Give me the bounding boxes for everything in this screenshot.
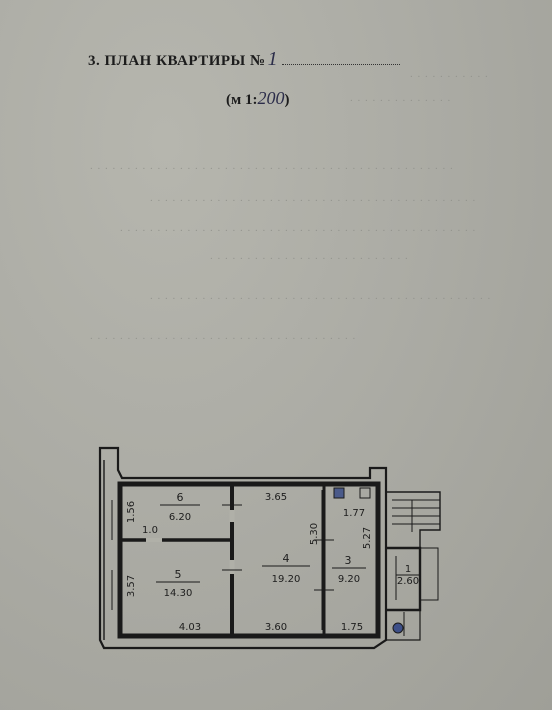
apartment-wall [117,481,381,639]
fill-in-line [282,64,401,65]
heading-prefix: 3. ПЛАН КВАРТИРЫ № [88,53,266,69]
bleed-through-text: . . . . . . . . . . . . . . . . . . . . … [90,160,454,172]
annex-wall [420,547,439,601]
dim-3-60: 3.60 [265,622,287,633]
dim-3-65: 3.65 [265,492,287,503]
bleed-through-text: . . . . . . . . . . . . . . . . . . . . … [120,222,477,234]
dim-1-75: 1.75 [341,622,363,633]
dim-5-30: 5.30 [309,523,320,545]
scale-prefix: (м 1: [226,92,258,108]
bleed-through-text: . . . . . . . . . . . [410,68,489,80]
room-1-number: 1 [405,564,411,575]
dim-4-03: 4.03 [179,622,201,633]
room-3-number: 3 [345,554,352,567]
plan-scale: (м 1:200) [226,88,289,109]
outer-wall [98,446,388,650]
room-1-area: 2.60 [397,576,419,587]
bleed-through-text: . . . . . . . . . . . . . . [350,92,452,104]
room-6-area: 6.20 [169,512,191,523]
sink-mark [359,487,371,499]
dim-1-0: 1.0 [142,525,158,536]
room-5-number: 5 [175,568,182,581]
dim-3-57: 3.57 [126,575,137,597]
apartment-number: 1 [267,48,279,70]
room-6-number: 6 [177,491,184,504]
bleed-through-text: . . . . . . . . . . . . . . . . . . . . … [90,330,357,342]
room-4-area: 19.20 [272,574,301,585]
bleed-through-text: . . . . . . . . . . . . . . . . . . . . … [210,250,409,262]
scale-value: 200 [257,88,285,108]
bleed-through-text: . . . . . . . . . . . . . . . . . . . . … [150,290,492,302]
dim-1-77: 1.77 [343,508,365,519]
scale-suffix: ) [284,92,290,108]
dim-5-27: 5.27 [362,527,373,549]
room-5-area: 14.30 [164,588,193,599]
room-3-area: 9.20 [338,574,360,585]
room-4-number: 4 [283,552,290,565]
fixture-mark [392,622,404,634]
dim-1-56: 1.56 [126,501,137,523]
annex-wall [386,609,421,641]
stove-mark [333,487,345,499]
bleed-through-text: . . . . . . . . . . . . . . . . . . . . … [150,192,477,204]
